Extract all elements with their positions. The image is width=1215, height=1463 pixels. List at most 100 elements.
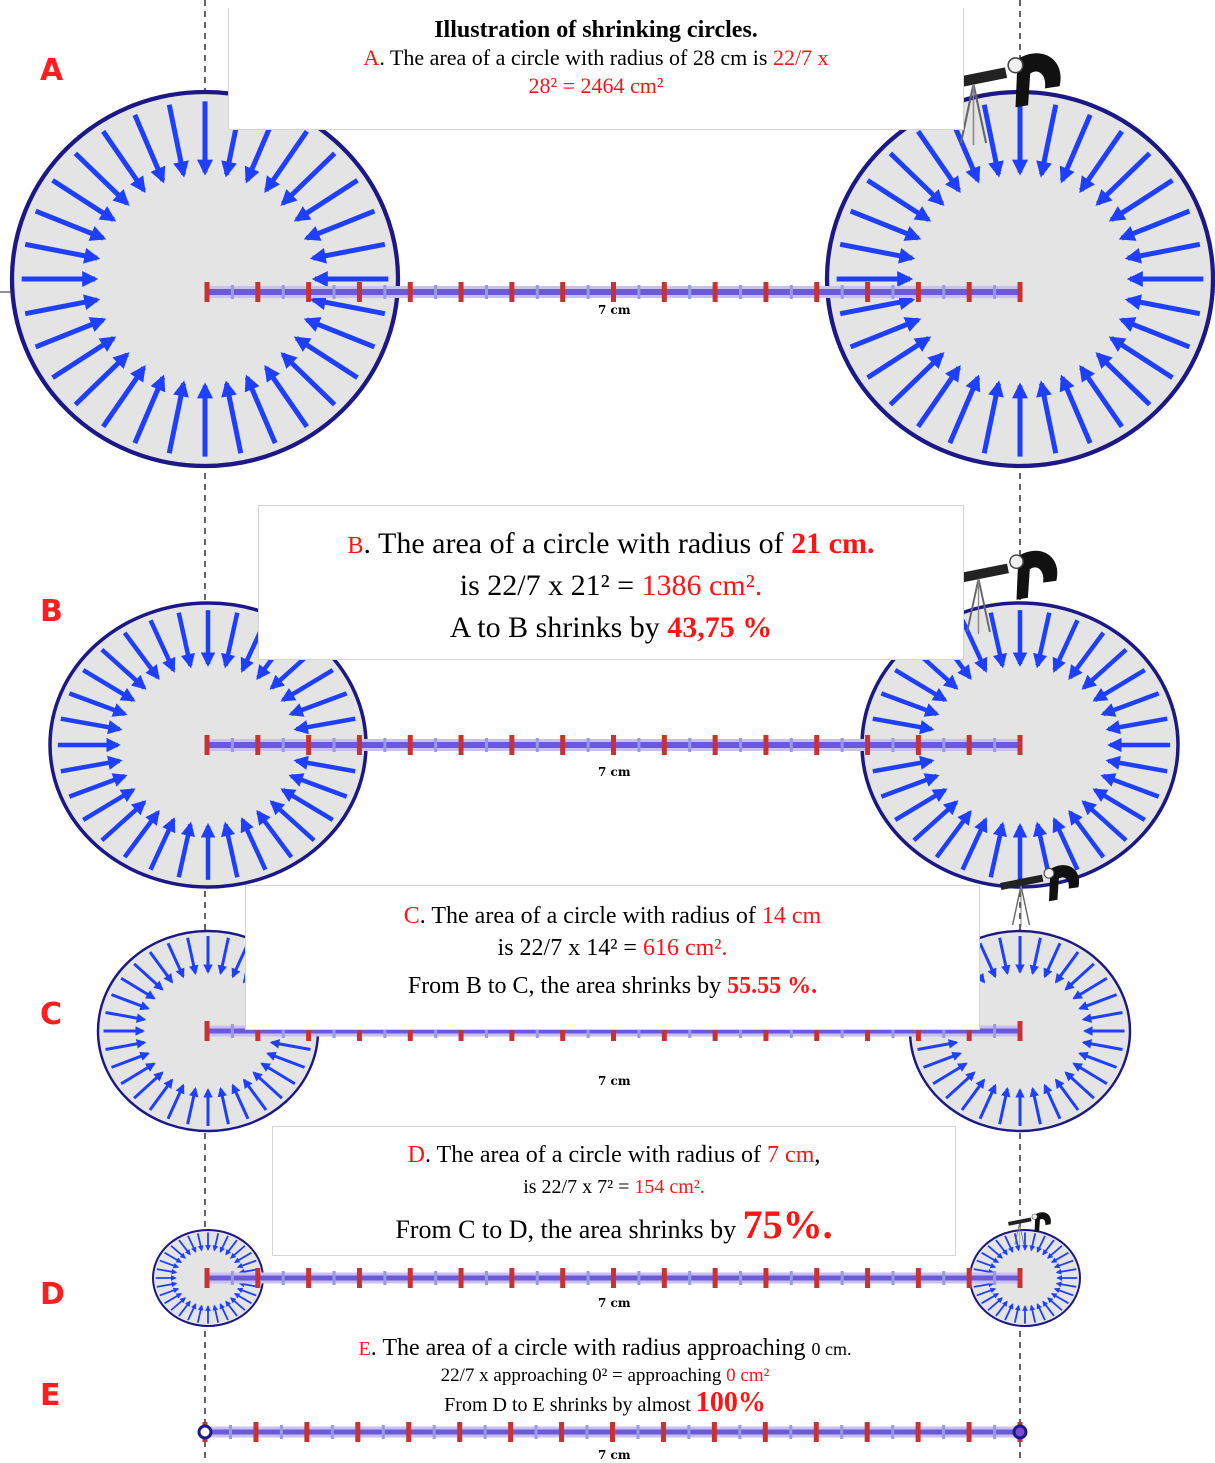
circle-c-left-arrow (148, 1078, 174, 1111)
caption-c-radius: 14 cm (761, 903, 822, 929)
circle-b-right-arrow (934, 809, 972, 859)
caption-e-line3: From D to E shrinks by almost 100% (230, 1389, 980, 1419)
circle-c-right-arrow (1081, 1039, 1123, 1052)
circle-d-left-arrow (187, 1235, 197, 1253)
circle-c-left-arrow (148, 951, 174, 984)
circle-a-right-arrow (1124, 241, 1201, 264)
circle-d-right-arrow (1047, 1245, 1063, 1259)
circle-d-right-arrow (1029, 1233, 1037, 1252)
circle-b-right-arrow (1100, 691, 1160, 717)
caption-a-letter: A (363, 45, 380, 70)
circle-d-left-arrow (236, 1287, 257, 1297)
circle-b-left-arrow (269, 800, 316, 843)
circle-b-right-arrow (988, 821, 1007, 878)
row-letter-c: C (40, 997, 63, 1032)
caption-b-text: . The area of a circle with radius of (363, 527, 792, 560)
circle-a-left-arrow (51, 178, 117, 222)
circle-b-right-arrow (912, 800, 959, 843)
point-e-right (1012, 1424, 1028, 1440)
circle-d-left-arrow (212, 1304, 220, 1323)
circle-a-left-arrow (264, 364, 309, 429)
circle-d-left-arrow (159, 1259, 180, 1269)
circle-d-right-arrow (981, 1292, 1000, 1305)
row-letter-e: E (40, 1378, 61, 1413)
caption-a-formula: 22/7 x (772, 45, 829, 70)
circle-d-left-arrow (156, 1281, 178, 1288)
circle-c-right-arrow (960, 1078, 986, 1111)
circle-c-right-arrow (1072, 1062, 1108, 1086)
circle-d-right-arrow (981, 1251, 1000, 1264)
circle-c-right-arrow (1078, 993, 1118, 1011)
circle-b-left-arrow (293, 755, 356, 774)
circle-d-right-arrow (973, 1281, 995, 1288)
circle-d-left-arrow (233, 1251, 252, 1264)
circle-a-right-arrow (1036, 380, 1059, 454)
telescope-observer-icon-d-tube (1008, 1217, 1032, 1226)
circle-c-right-arrow (1029, 1086, 1042, 1125)
circle-d-right-arrow (1055, 1281, 1077, 1288)
circle-c-right-arrow (1064, 962, 1095, 991)
circle-c-left-arrow (269, 1039, 311, 1052)
circle-a-left-arrow (166, 104, 189, 178)
circle-c-left-arrow (186, 1086, 199, 1125)
circle-b-left-arrow (288, 773, 348, 799)
circle-c-right-arrow (932, 1062, 968, 1086)
circle-b-right-arrow (1092, 788, 1146, 822)
telescope-observer-icon-b-head (1009, 554, 1024, 570)
caption-d-line1: D. The area of a circle with radius of 7… (273, 1139, 955, 1171)
caption-d-comma: , (814, 1142, 821, 1168)
caption-e-letter: E (358, 1338, 371, 1360)
circle-a-right-arrow (1079, 364, 1124, 429)
caption-b: B. The area of a circle with radius of 2… (258, 505, 964, 660)
telescope-observer-icon-a-observer (1015, 53, 1061, 108)
circle-c-right-arrow (998, 937, 1011, 976)
caption-b-line2: is 22/7 x 21² = 1386 cm². (259, 566, 963, 606)
circle-c-right-arrow (998, 1086, 1011, 1125)
caption-c-result: 616 cm². (642, 935, 728, 961)
telescope-observer-icon-c (1000, 865, 1080, 927)
caption-a: Illustration of shrinking circles. A. Th… (228, 8, 964, 130)
telescope-observer-icon-c-leg (1020, 885, 1031, 926)
circle-a-right-arrow (888, 352, 945, 407)
caption-c-line1: C. The area of a circle with radius of 1… (246, 900, 979, 932)
telescope-observer-icon-d-leg (1014, 1223, 1020, 1245)
circle-d-left-arrow (170, 1297, 186, 1311)
circle-c-right-arrow (978, 1083, 997, 1120)
circle-c-right-arrow (1029, 937, 1042, 976)
circle-d-right-arrow (987, 1297, 1003, 1311)
telescope-observer-icon-c-leg (1011, 885, 1022, 926)
circle-a-left-arrow (24, 294, 101, 317)
circle-a-left-arrow (309, 241, 386, 264)
telescope-observer-icon-b-tube (950, 563, 1009, 585)
circle-d-left-arrow (196, 1304, 204, 1323)
circle-c-right-arrow (1081, 1010, 1123, 1023)
circle-a-right-arrow (839, 241, 916, 264)
telescope-observer-icon-d (1008, 1212, 1051, 1246)
circle-d-right-arrow (1050, 1292, 1069, 1305)
circle-d-left-arrow (178, 1239, 191, 1256)
circle-b-right-arrow (1092, 668, 1146, 702)
circle-d-left-arrow (230, 1297, 246, 1311)
circle-d-left-arrow (212, 1233, 220, 1252)
ruler-label-e: 7 cm (598, 1448, 631, 1462)
ruler-e (202, 1422, 1023, 1442)
circle-d-right-arrow (976, 1287, 997, 1297)
circle-c-right-arrow (1078, 1051, 1118, 1069)
circle-b-left-arrow (100, 800, 147, 843)
caption-e-text: . The area of a circle with radius appro… (370, 1335, 812, 1361)
circle-d-right-arrow (995, 1239, 1008, 1256)
circle-b-left-arrow (60, 755, 123, 774)
circle-a-right-arrow (1079, 129, 1124, 194)
caption-a-result: 28² = 2464 cm² (528, 73, 664, 98)
circle-b-left-arrow (293, 716, 356, 735)
circle-c-left-arrow (133, 1071, 164, 1100)
circle-a-right-arrow (1108, 178, 1174, 222)
circle-c-left-arrow (266, 1051, 306, 1069)
circle-a-left-arrow (309, 294, 386, 317)
caption-b-letter: B (347, 533, 364, 559)
circle-a-right-arrow (947, 374, 981, 445)
caption-a-text: . The area of a circle with radius of 28… (379, 45, 773, 70)
circle-a-right-arrow (1095, 352, 1152, 407)
circle-a-left-arrow (280, 352, 337, 407)
